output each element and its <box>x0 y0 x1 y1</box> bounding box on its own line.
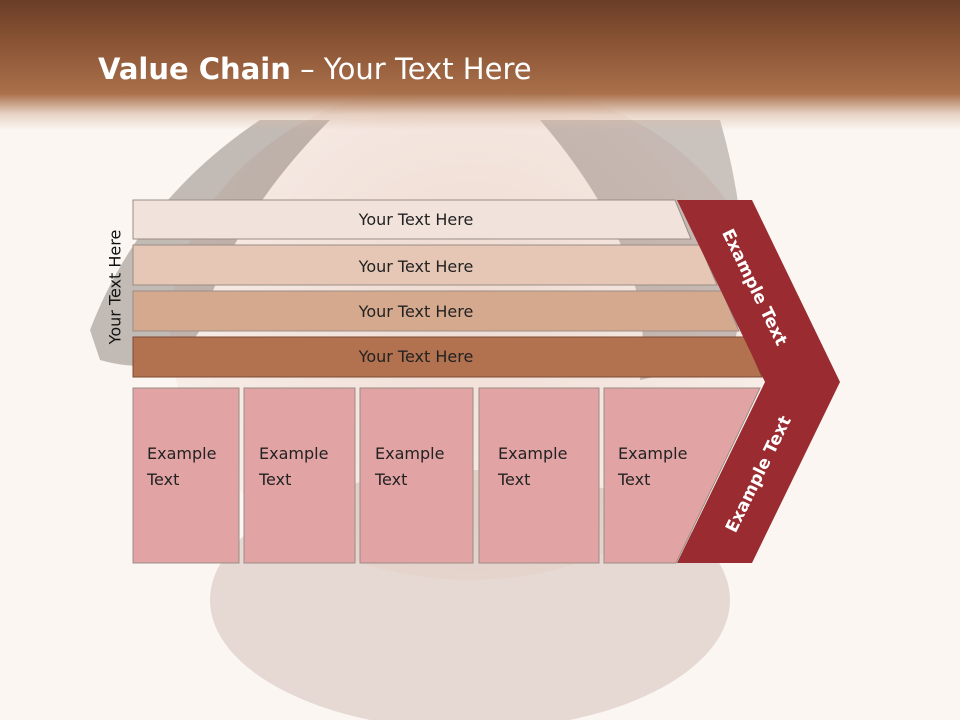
activity-box-1[interactable] <box>132 387 240 564</box>
activity-box-4[interactable] <box>478 387 600 564</box>
title-bold: Value Chain <box>98 52 291 86</box>
activity-box-2[interactable] <box>243 387 356 564</box>
activity-box-5[interactable] <box>603 387 761 564</box>
row-bar-4[interactable] <box>132 336 763 378</box>
chevron-shape[interactable] <box>677 200 840 563</box>
row-bar-2[interactable] <box>132 244 718 286</box>
title-bar <box>0 0 960 130</box>
activity-box-3[interactable] <box>359 387 474 564</box>
row-label-3: Your Text Here <box>358 302 474 321</box>
row-label-2: Your Text Here <box>358 257 474 276</box>
row-label-4: Your Text Here <box>358 347 474 366</box>
row-label-1: Your Text Here <box>358 210 474 229</box>
row-bars: Your Text Here Your Text Here Your Text … <box>132 199 763 378</box>
title-rest: – Your Text Here <box>290 52 532 86</box>
row-bar-1[interactable] <box>132 199 692 240</box>
page-title: Value Chain – Your Text Here <box>98 52 532 86</box>
row-bar-3[interactable] <box>132 290 740 332</box>
